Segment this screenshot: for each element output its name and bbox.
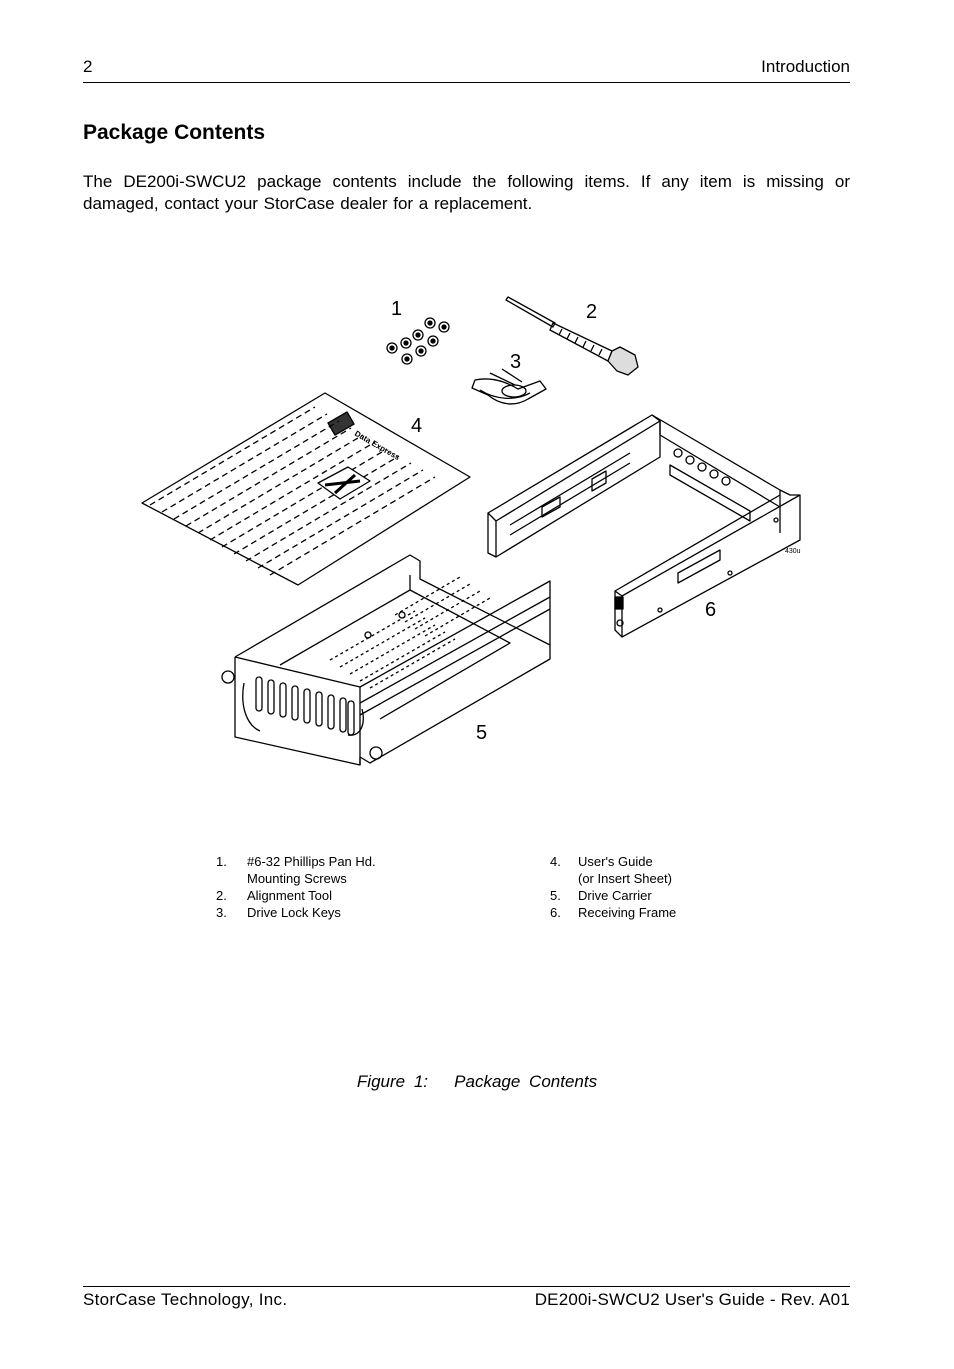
drawing-code: 430u [785, 548, 801, 555]
users-guide [141, 392, 471, 586]
legend-left-column: 1. #6-32 Phillips Pan Hd. Mounting Screw… [216, 853, 376, 921]
legend-item: 1. #6-32 Phillips Pan Hd. Mounting Screw… [216, 853, 376, 887]
callout-2: 2 [586, 301, 597, 323]
legend-text: Drive Carrier [578, 888, 652, 903]
legend-number: 1. [216, 854, 227, 869]
drive-lock-keys [471, 368, 547, 405]
legend-number: 5. [550, 888, 561, 903]
footer-company: StorCase Technology, Inc. [83, 1290, 288, 1309]
intro-paragraph: The DE200i-SWCU2 package contents includ… [83, 172, 850, 213]
legend-right-column: 4. User's Guide (or Insert Sheet) 5. Dri… [550, 853, 676, 921]
mounting-screws [386, 317, 450, 365]
legend-number: 6. [550, 905, 561, 920]
legend-item: 6. Receiving Frame [550, 904, 676, 921]
legend-number: 2. [216, 888, 227, 903]
alignment-tool [505, 296, 639, 376]
legend-item: 4. User's Guide (or Insert Sheet) [550, 853, 676, 887]
footer-document-title: DE200i-SWCU2 User's Guide - Rev. A01 [534, 1290, 850, 1309]
package-contents-illustration: 1 2 3 4 5 6 Data Express 430u [141, 296, 801, 766]
legend-text: Receiving Frame [578, 905, 677, 920]
callout-6: 6 [705, 599, 716, 621]
callout-5: 5 [476, 722, 487, 744]
callout-3: 3 [510, 351, 521, 373]
drive-carrier [221, 554, 551, 766]
legend-text: #6-32 Phillips Pan Hd. [247, 854, 376, 869]
legend-item: 3. Drive Lock Keys [216, 904, 376, 921]
footer-rule [83, 1286, 850, 1287]
legend-text: (or Insert Sheet) [578, 871, 672, 886]
legend-text: Alignment Tool [247, 888, 333, 903]
page-number: 2 [83, 57, 93, 76]
legend-text: Drive Lock Keys [247, 905, 341, 920]
legend-text: User's Guide [578, 854, 653, 869]
legend-number: 4. [550, 854, 561, 869]
receiving-frame [487, 414, 801, 638]
legend-text: Mounting Screws [247, 871, 347, 886]
section-heading: Package Contents [83, 121, 266, 144]
header-rule [83, 82, 850, 83]
legend-item: 5. Drive Carrier [550, 887, 676, 904]
legend-item: 2. Alignment Tool [216, 887, 376, 904]
figure-caption: Figure 1: Package Contents [356, 1072, 598, 1091]
running-header-section: Introduction [761, 57, 850, 76]
legend-number: 3. [216, 905, 227, 920]
callout-4: 4 [411, 415, 422, 437]
callout-1: 1 [391, 298, 402, 320]
